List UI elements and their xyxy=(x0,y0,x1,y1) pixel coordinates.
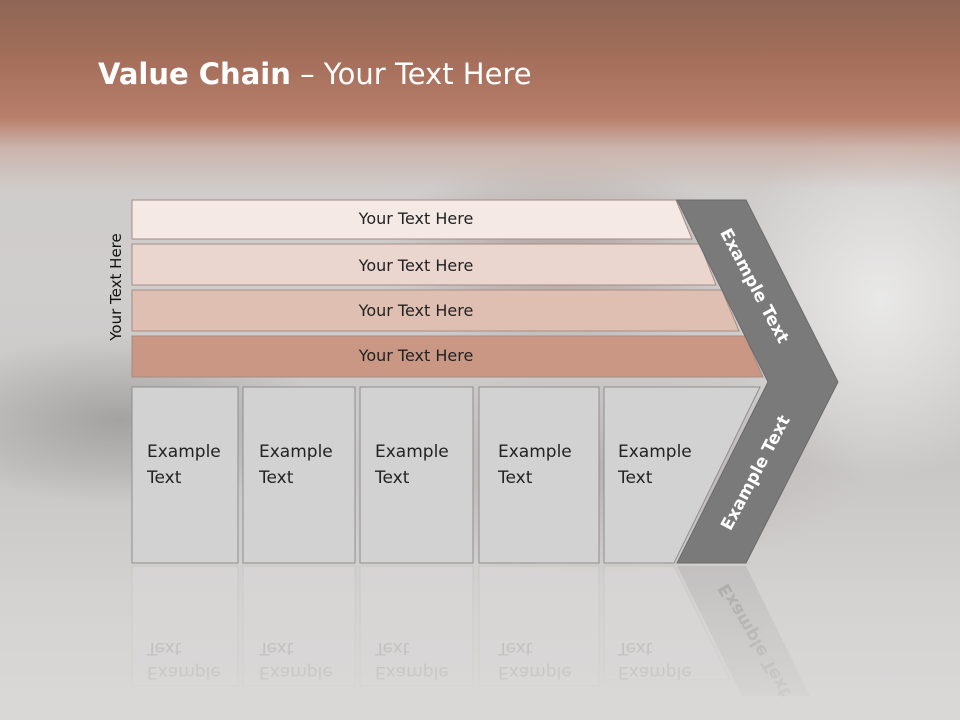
activity-box-3-text: Example Text xyxy=(375,439,449,491)
bar-2 xyxy=(131,243,717,286)
activity-box-4 xyxy=(478,386,600,564)
activity-box-3 xyxy=(359,386,474,564)
box-1-line2: Text xyxy=(147,468,182,488)
page-title: Value Chain – Your Text Here xyxy=(98,54,532,94)
reflection-fade xyxy=(0,566,960,720)
activity-box-2 xyxy=(242,386,356,564)
box-4-line1: Example xyxy=(498,442,572,462)
box-5-line1: Example xyxy=(618,442,692,462)
bar-1-label: Your Text Here xyxy=(358,209,474,228)
title-bold: Value Chain xyxy=(98,57,291,91)
box-3-line2: Text xyxy=(375,468,410,488)
activity-box-4-text: Example Text xyxy=(498,439,572,491)
activity-box-5-text: Example Text xyxy=(618,439,692,491)
bar-1 xyxy=(131,199,693,240)
activity-box-1 xyxy=(131,386,239,564)
bar-3 xyxy=(131,289,740,332)
box-5-line2: Text xyxy=(618,468,653,488)
box-4-line2: Text xyxy=(498,468,533,488)
header-band xyxy=(0,0,960,190)
activity-box-1-text: Example Text xyxy=(147,439,221,491)
bar-4 xyxy=(131,335,764,378)
title-rest: – Your Text Here xyxy=(290,57,532,91)
bar-4-label: Your Text Here xyxy=(358,346,474,365)
bar-3-label: Your Text Here xyxy=(358,301,474,320)
box-2-line1: Example xyxy=(259,442,333,462)
margin-chevron xyxy=(676,199,839,564)
box-1-line1: Example xyxy=(147,442,221,462)
box-3-line1: Example xyxy=(375,442,449,462)
box-2-line2: Text xyxy=(259,468,294,488)
bar-2-label: Your Text Here xyxy=(358,256,474,275)
activity-box-2-text: Example Text xyxy=(259,439,333,491)
activity-box-5 xyxy=(603,386,761,564)
